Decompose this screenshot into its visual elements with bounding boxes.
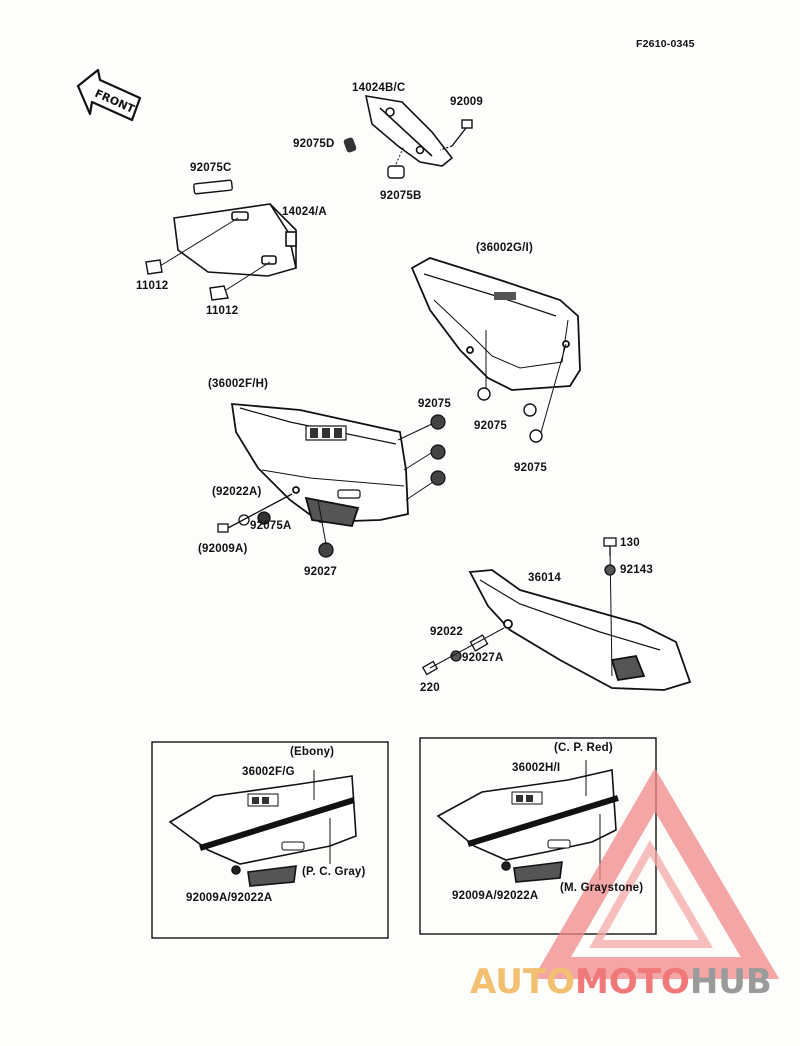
inset-right-fasteners: 92009A/92022A — [452, 890, 539, 902]
label-36014: 36014 — [528, 572, 561, 584]
label-92075d: 92075D — [293, 138, 335, 150]
watermark-logo — [532, 768, 780, 979]
bolt-130 — [603, 537, 617, 576]
clip-11012-b — [209, 285, 229, 301]
grommets-92075-right — [477, 387, 543, 443]
label-92022: 92022 — [430, 626, 463, 638]
inset-left-frame — [151, 741, 389, 939]
inset-right-color-bottom: (M. Graystone) — [560, 882, 644, 894]
watermark-text: AUTOMOTOHUB — [470, 962, 772, 1002]
pad-92075c — [193, 179, 233, 195]
label-92075-a: 92075 — [418, 398, 451, 410]
inset-right-color-top: (C. P. Red) — [554, 742, 613, 754]
label-92027a: 92027A — [462, 652, 504, 664]
damper-92075b — [387, 145, 405, 179]
label-92075a: 92075A — [250, 520, 292, 532]
label-130: 130 — [620, 537, 640, 549]
diagram-code: F2610-0345 — [636, 38, 695, 50]
grommet-92075d — [343, 137, 357, 153]
watermark-part2: MOTO — [574, 962, 690, 1002]
label-92143: 92143 — [620, 564, 653, 576]
side-cover-36002fh — [230, 403, 437, 528]
label-92009: 92009 — [450, 96, 483, 108]
fasteners-chain-cover — [421, 627, 505, 676]
label-92075c: 92075C — [190, 162, 232, 174]
bracket-14024bc — [364, 95, 454, 167]
label-92075-b: 92075 — [474, 420, 507, 432]
label-92027: 92027 — [304, 566, 337, 578]
watermark-part3: HUB — [689, 962, 772, 1002]
label-92009a: (92009A) — [198, 543, 248, 555]
front-arrow: FRONT — [76, 68, 142, 122]
inset-right-frame — [419, 737, 657, 935]
inset-left-part: 36002F/G — [242, 766, 295, 778]
label-14024bc: 14024B/C — [352, 82, 406, 94]
inset-left-color-bottom: (P. C. Gray) — [302, 866, 366, 878]
label-14024a: 14024/A — [282, 206, 327, 218]
inset-left-fasteners: 92009A/92022A — [186, 892, 273, 904]
label-92022a: (92022A) — [212, 486, 262, 498]
bolt-92009 — [439, 119, 473, 151]
label-36002fh: (36002F/H) — [208, 378, 269, 390]
label-11012-a: 11012 — [136, 280, 169, 292]
inset-right-cover — [436, 760, 619, 883]
inset-left-cover — [168, 770, 357, 887]
grommets-92075-left — [430, 414, 446, 486]
clip-11012-a — [145, 259, 163, 275]
label-92075-c: 92075 — [514, 462, 547, 474]
fasteners-left-cover — [217, 493, 334, 558]
inset-right-part: 36002H/I — [512, 762, 561, 774]
label-92075b: 92075B — [380, 190, 422, 202]
label-11012-b: 11012 — [206, 305, 239, 317]
label-220: 220 — [420, 682, 440, 694]
bracket-14024a — [159, 203, 297, 291]
inset-left-color-top: (Ebony) — [290, 746, 335, 758]
chain-cover-36014 — [468, 547, 692, 691]
side-cover-36002gi — [410, 257, 581, 437]
label-36002gi: (36002G/I) — [476, 242, 533, 254]
watermark-part1: AUTO — [470, 962, 575, 1002]
